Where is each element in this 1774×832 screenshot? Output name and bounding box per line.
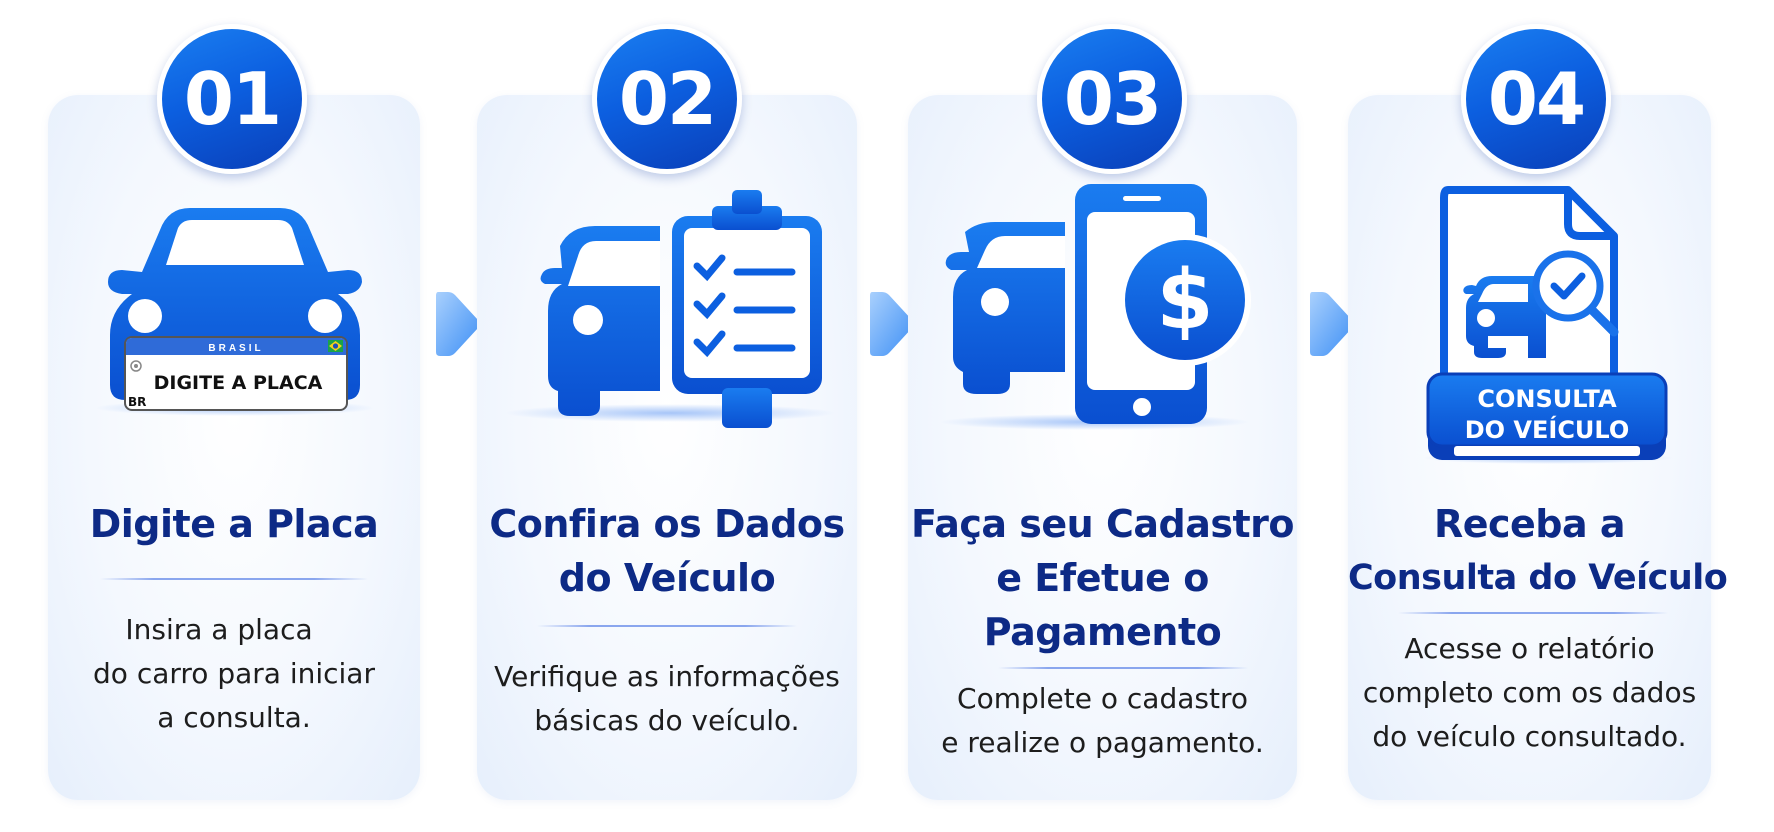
step-card-2: Confira os Dados do Veículo Verifique as… <box>477 95 857 800</box>
car-with-phone-payment-icon: $ <box>940 184 1251 430</box>
magnifier-check-icon <box>1532 250 1619 337</box>
step-description: Verifique as informações básicas do veíc… <box>494 660 840 737</box>
divider <box>100 578 368 580</box>
step-title: Digite a Placa <box>89 502 379 546</box>
license-plate: BRASIL DIGITE A PLACA BR <box>124 336 348 411</box>
step-title: Confira os Dados do Veículo <box>489 502 845 600</box>
step-number-badge: 01 <box>157 24 307 174</box>
step-number-badge: 04 <box>1461 24 1611 174</box>
svg-text:BR: BR <box>128 395 146 409</box>
svg-text:DIGITE A PLACA: DIGITE A PLACA <box>154 372 323 394</box>
divider <box>998 667 1248 669</box>
report-banner: CONSULTA DO VEÍCULO <box>1426 372 1668 460</box>
vehicle-report-document-icon: CONSULTA DO VEÍCULO <box>1423 186 1673 464</box>
svg-text:$: $ <box>1156 253 1213 348</box>
step-title: Receba a Consulta do Veículo <box>1348 502 1728 598</box>
step-number-badge: 03 <box>1037 24 1187 174</box>
arrow-right-icon <box>870 292 914 356</box>
dollar-coin: $ <box>1119 234 1251 366</box>
car-with-license-plate-icon: BRASIL DIGITE A PLACA BR <box>95 208 375 416</box>
divider <box>1398 612 1668 614</box>
svg-text:BRASIL: BRASIL <box>208 343 263 354</box>
step-description: Complete o cadastro e realize o pagament… <box>941 682 1264 759</box>
clipboard <box>672 190 822 428</box>
step-title: Faça seu Cadastro e Efetue o Pagamento <box>911 502 1294 654</box>
svg-text:CONSULTA: CONSULTA <box>1477 385 1617 413</box>
step-description: Insira a placa do carro para iniciar a c… <box>93 613 375 734</box>
step-description: Acesse o relatório completo com os dados… <box>1362 632 1697 753</box>
arrow-right-icon <box>1310 292 1354 356</box>
svg-text:DO VEÍCULO: DO VEÍCULO <box>1465 415 1630 444</box>
car-with-checklist-clipboard-icon <box>505 190 835 428</box>
divider <box>537 625 797 627</box>
step-number-badge: 02 <box>592 24 742 174</box>
arrow-right-icon <box>436 292 480 356</box>
